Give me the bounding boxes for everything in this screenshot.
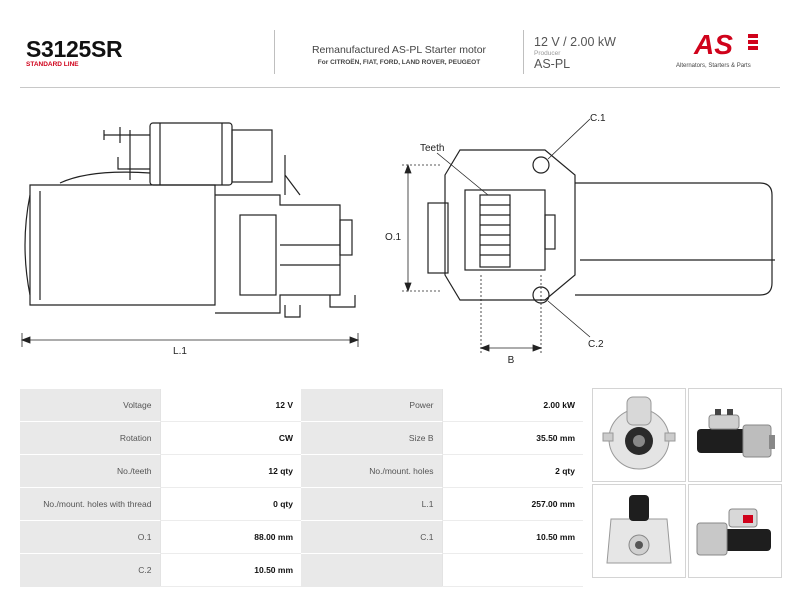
spec-row: No./teeth 12 qty No./mount. holes 2 qty (20, 454, 583, 488)
spec-label: Size B (301, 421, 442, 455)
producer-name: AS-PL (534, 57, 571, 71)
dim-label-c2: C.2 (588, 339, 604, 350)
spec-label: L.1 (301, 487, 442, 521)
spec-value: 35.50 mm (441, 421, 583, 455)
spec-value: 12 qty (159, 454, 301, 488)
spec-label: No./teeth (20, 454, 160, 488)
header-divider (274, 30, 275, 74)
product-photo-rear[interactable] (592, 484, 686, 578)
product-photo-front[interactable] (592, 388, 686, 482)
product-photo-side[interactable] (688, 388, 782, 482)
spec-row: Voltage 12 V Power 2.00 kW (20, 388, 583, 422)
product-line-label: STANDARD LINE (26, 61, 79, 68)
spec-value: 88.00 mm (159, 520, 301, 554)
part-number: S3125SR (26, 36, 123, 62)
spec-value: 2 qty (441, 454, 583, 488)
header: S3125SR STANDARD LINE Remanufactured AS-… (0, 0, 800, 88)
spec-value: 10.50 mm (159, 553, 301, 587)
as-pl-logo: AS (693, 29, 758, 60)
dim-label-c1: C.1 (590, 113, 606, 124)
spec-row: No./mount. holes with thread 0 qty L.1 2… (20, 487, 583, 521)
spec-row: O.1 88.00 mm C.1 10.50 mm (20, 520, 583, 554)
starter-side-image (697, 409, 775, 458)
starter-rear-image (606, 495, 672, 564)
logo-tagline: Alternators, Starters & Parts (676, 63, 751, 69)
header-rule (20, 87, 780, 88)
spec-value: 257.00 mm (441, 487, 583, 521)
spec-label: Power (301, 388, 442, 422)
spec-label: O.1 (20, 520, 160, 554)
spec-row: Rotation CW Size B 35.50 mm (20, 421, 583, 455)
spec-label (301, 553, 442, 587)
spec-label: C.1 (301, 520, 442, 554)
dim-label-o1: O.1 (385, 232, 402, 243)
dim-label-b: B (508, 355, 515, 366)
starter-angle-image (696, 508, 771, 556)
logo-text: AS (693, 29, 733, 60)
spec-label: C.2 (20, 553, 160, 587)
spec-value (441, 553, 583, 587)
product-photo-angle[interactable] (688, 484, 782, 578)
dim-label-teeth: Teeth (420, 143, 444, 154)
spec-value: CW (159, 421, 301, 455)
electrical-rating: 12 V / 2.00 kW (534, 35, 616, 49)
spec-value: 12 V (159, 388, 301, 422)
spec-value: 0 qty (159, 487, 301, 521)
spec-label: No./mount. holes with thread (20, 487, 160, 521)
front-view-dimensions (402, 118, 591, 353)
dim-label-l1: L.1 (173, 346, 187, 357)
technical-drawing: L.1 Teeth C.1 C.2 O.1 B (20, 113, 775, 366)
product-description: Remanufactured AS-PL Starter motor (311, 44, 487, 56)
vehicle-fitment: For CITROËN, FIAT, FORD, LAND ROVER, PEU… (317, 59, 481, 66)
spec-label: No./mount. holes (301, 454, 442, 488)
dimension-l1 (20, 333, 360, 347)
side-view-outline (24, 122, 356, 318)
producer-label: Producer (534, 50, 561, 57)
spec-label: Rotation (20, 421, 160, 455)
spec-row: C.2 10.50 mm (20, 553, 583, 587)
spec-value: 10.50 mm (441, 520, 583, 554)
header-divider (523, 30, 524, 74)
specifications-table: Voltage 12 V Power 2.00 kW Rotation CW S… (20, 388, 583, 587)
starter-front-image (602, 396, 676, 470)
front-view-outline (427, 149, 775, 304)
spec-value: 2.00 kW (441, 388, 583, 422)
spec-label: Voltage (20, 388, 160, 422)
